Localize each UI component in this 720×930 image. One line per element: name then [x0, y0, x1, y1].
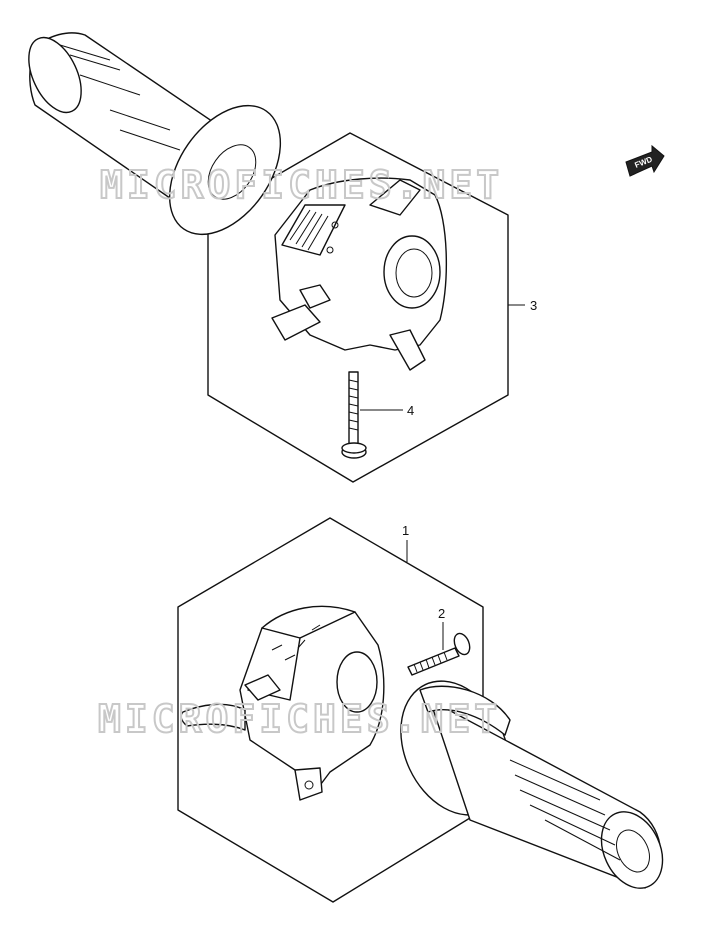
- watermark-lower: MICROFICHES.NET: [98, 697, 501, 741]
- right-switch-housing: [180, 605, 385, 801]
- lower-screw: [407, 632, 471, 676]
- upper-screw: [341, 371, 367, 459]
- fwd-direction-badge: FWD: [625, 144, 665, 177]
- callout-2-label: 2: [438, 606, 445, 621]
- callout-2: 2: [438, 606, 445, 650]
- throttle-grip: [400, 680, 664, 889]
- left-switch-housing: [271, 177, 448, 371]
- callout-1: 1: [402, 523, 409, 562]
- lower-assembly-hexagon: [177, 517, 484, 903]
- callout-3-label: 3: [530, 298, 537, 313]
- watermark-upper: MICROFICHES.NET: [100, 163, 503, 207]
- callout-1-label: 1: [402, 523, 409, 538]
- left-grip: [28, 32, 282, 236]
- callout-4: 4: [360, 403, 414, 418]
- callout-3: 3: [508, 298, 537, 313]
- callout-4-label: 4: [407, 403, 414, 418]
